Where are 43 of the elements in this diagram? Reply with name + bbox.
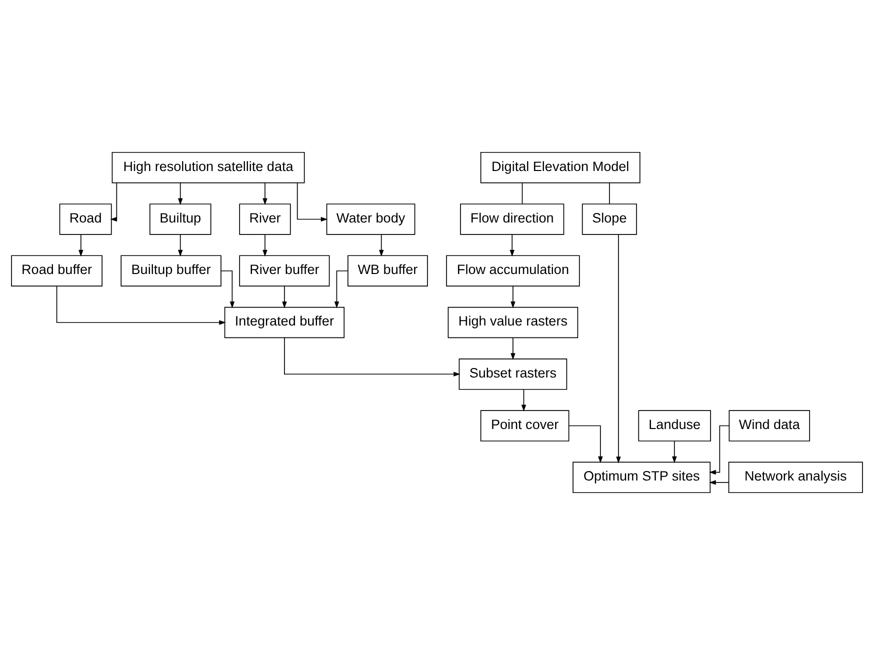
node-box: Flow accumulation [446, 255, 580, 287]
node-box: Builtup buffer [120, 255, 222, 287]
node-box: High resolution satellite data [112, 152, 305, 184]
node-box: Water body [326, 204, 416, 235]
node-box: Integrated buffer [224, 306, 345, 338]
node-box: Landuse [638, 410, 711, 442]
node-box: Digital Elevation Model [480, 152, 640, 184]
arrow [262, 234, 268, 257]
node-box: Network analysis [728, 462, 863, 494]
node-box: Road buffer [11, 255, 102, 287]
arrow [616, 234, 621, 464]
arrow [178, 182, 183, 206]
arrow [378, 234, 384, 257]
node-box: River buffer [239, 255, 330, 287]
arrow [672, 440, 677, 464]
node-box: Subset rasters [458, 358, 568, 390]
arrow [510, 286, 516, 308]
node-box: River [239, 204, 291, 235]
node-box: WB buffer [348, 255, 428, 287]
connector [609, 182, 610, 204]
arrow [78, 234, 84, 257]
node-box: Flow direction [460, 204, 564, 235]
arrow [56, 286, 226, 325]
node-box: Builtup [149, 204, 212, 235]
arrow [510, 338, 516, 360]
arrow [262, 182, 268, 206]
arrow [284, 338, 460, 376]
node-box: Slope [582, 204, 637, 235]
arrow [521, 389, 526, 412]
arrow [709, 480, 730, 485]
arrow [510, 234, 514, 257]
node-box: Optimum STP sites [572, 462, 711, 494]
connector [522, 182, 523, 204]
node-box: Wind data [728, 410, 810, 442]
node-box: Road [59, 204, 112, 235]
arrow [178, 234, 183, 257]
arrow [568, 425, 603, 464]
arrow [296, 182, 328, 222]
node-box: Point cover [480, 410, 570, 442]
arrow [709, 425, 730, 475]
arrow [282, 286, 287, 308]
node-box: High value rasters [448, 306, 578, 338]
arrow [110, 182, 118, 222]
